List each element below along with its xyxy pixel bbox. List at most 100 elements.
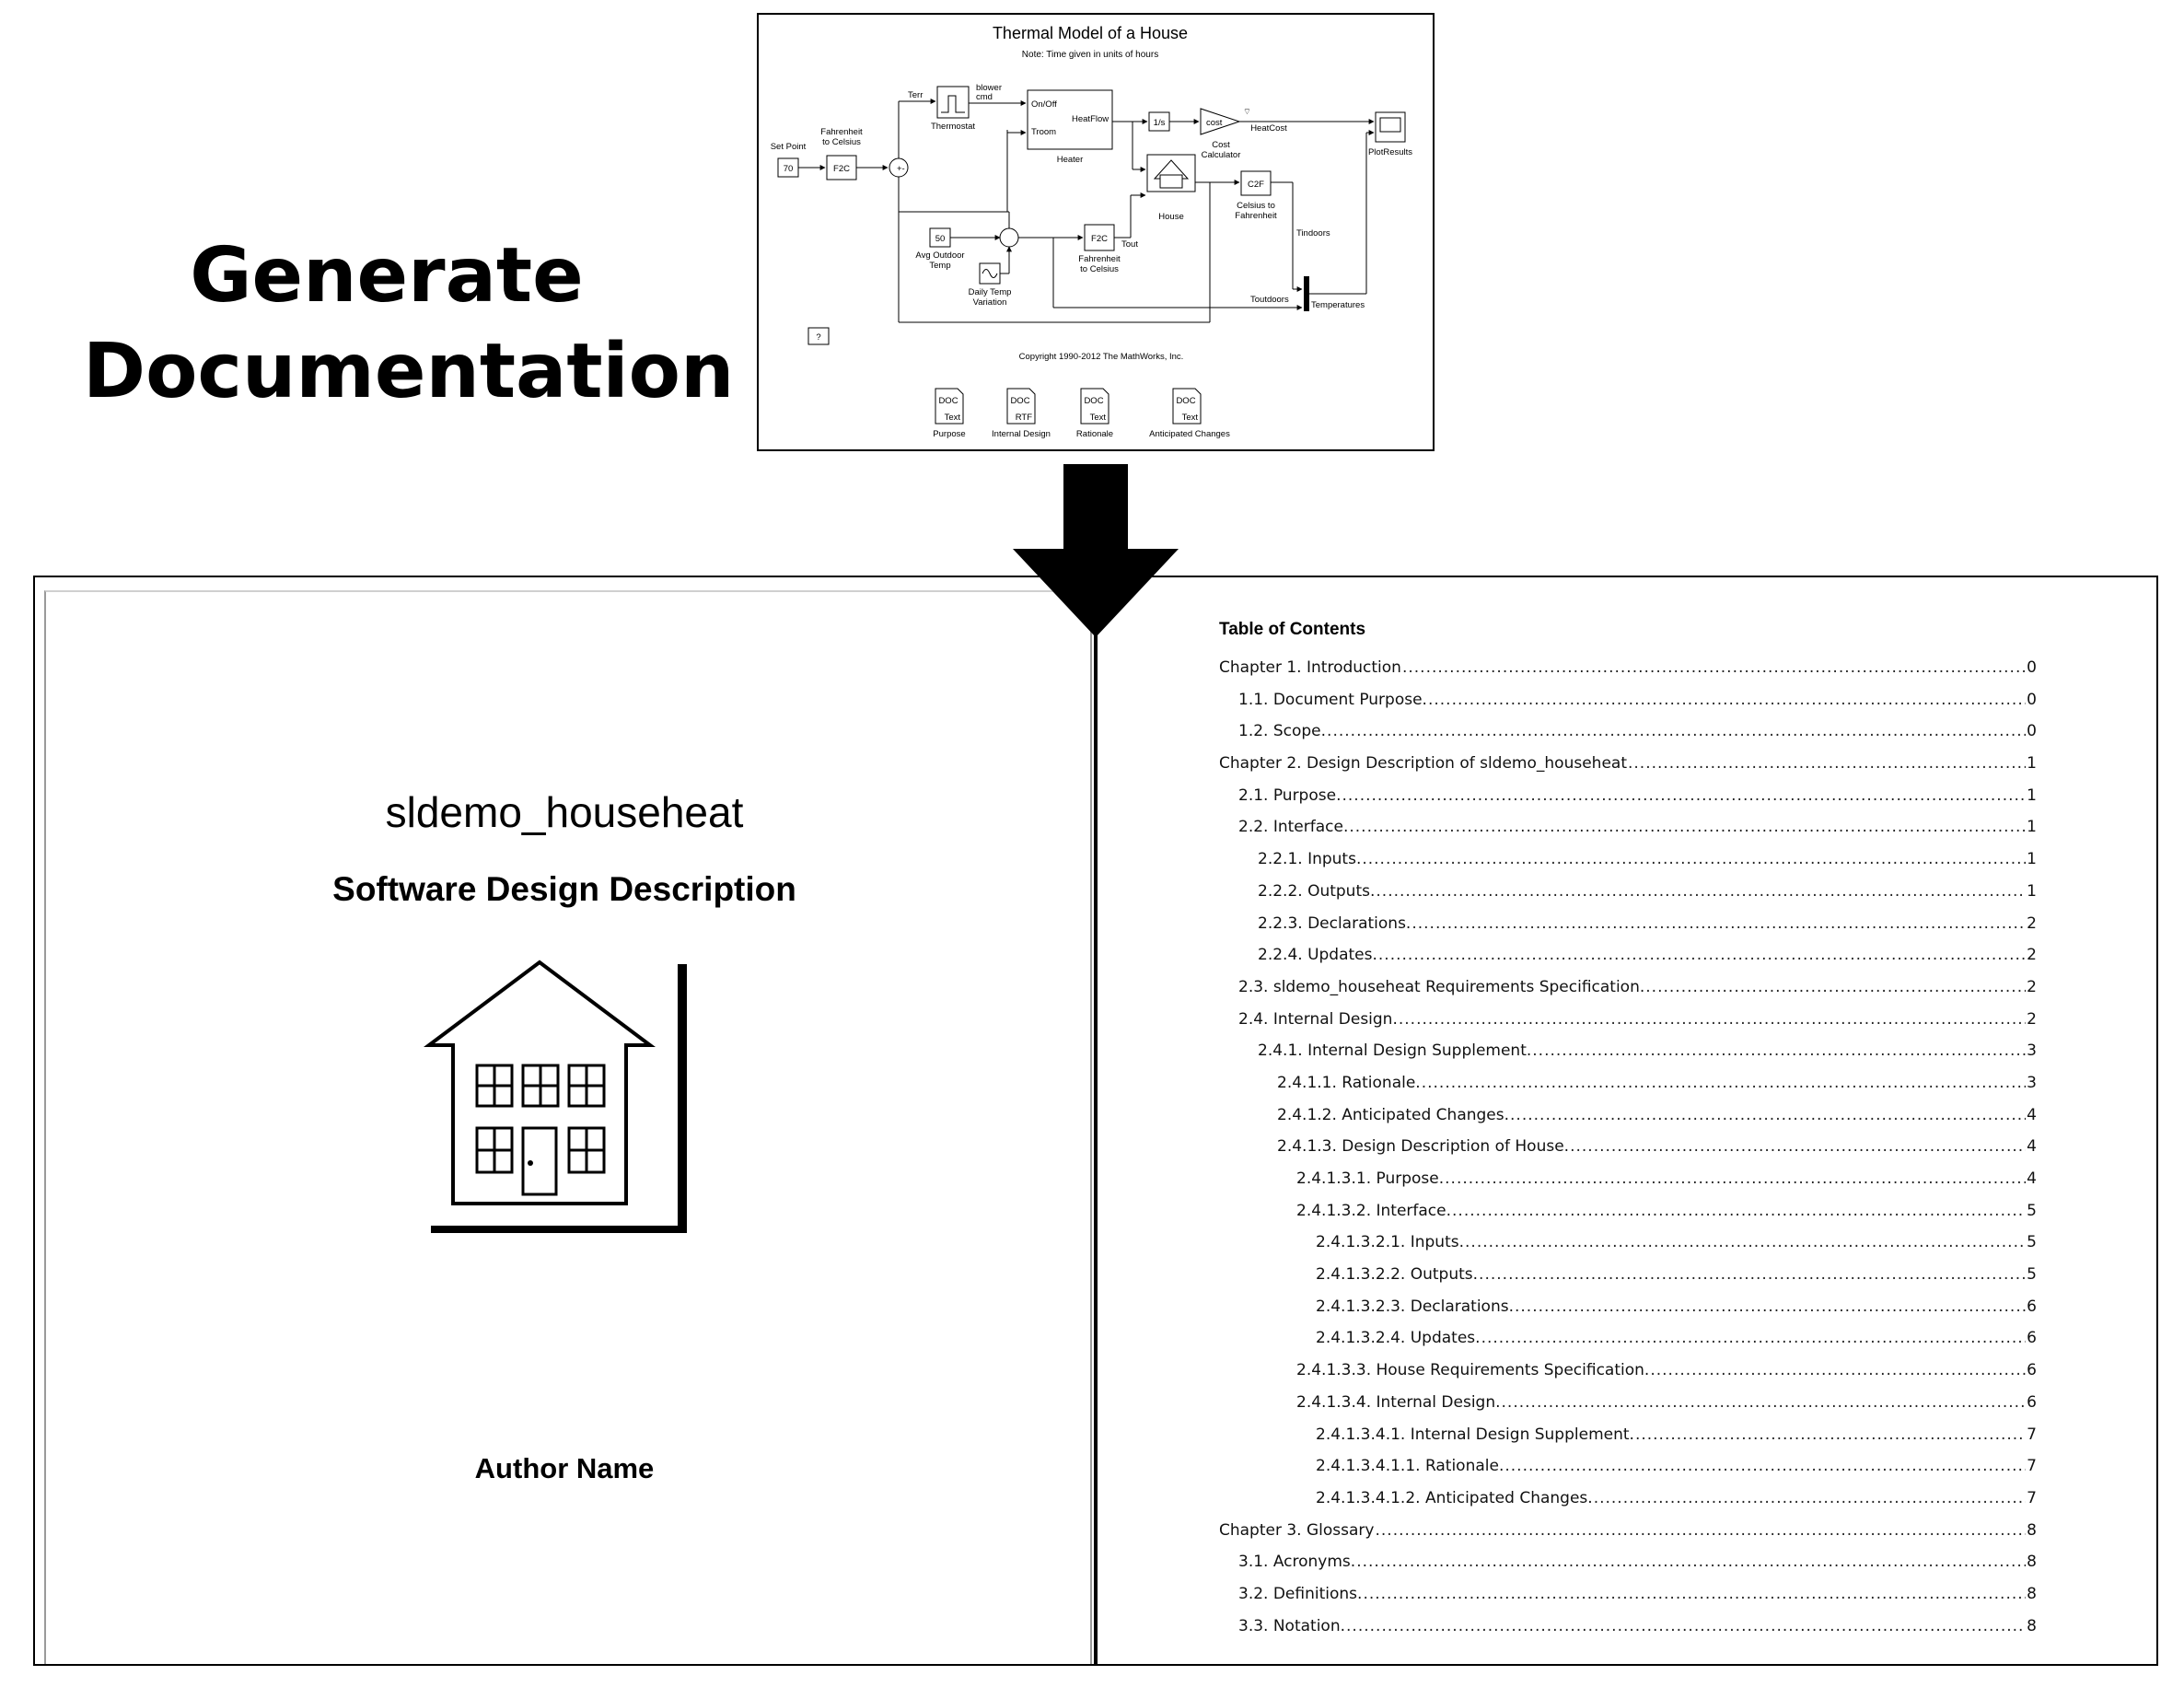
svg-text:DOC: DOC <box>1010 396 1029 406</box>
cost-gain-block[interactable] <box>1200 108 1241 135</box>
thermostat-label: Thermostat <box>931 122 975 132</box>
toc-entry-page: 5 <box>2027 1233 2037 1252</box>
toc-list: Chapter 1. Introduction 0 1.1. Document Pu… <box>1219 658 2037 1648</box>
toc-entry-page: 1 <box>2027 754 2037 774</box>
f2c-label-1: Fahrenheit <box>820 127 863 137</box>
toc-entry-title: 2.4.1.3.1. Purpose. <box>1296 1169 1445 1188</box>
toc-entry[interactable]: 2.4.1. Internal Design Supplement.3 <box>1219 1041 2037 1074</box>
toc-entry-leader <box>1375 1521 2026 1540</box>
toc-entry-leader <box>1402 658 2026 677</box>
toc-entry-leader <box>1502 1393 2027 1412</box>
toc-entry[interactable]: 2.4.1.3.3. House Requirements Specificat… <box>1219 1361 2037 1393</box>
toc-entry[interactable]: 2.1. Purpose. 1 <box>1219 786 2037 819</box>
doc-block-internal-design[interactable]: DOC RTF Internal Design <box>992 388 1051 439</box>
house-label: House <box>1158 212 1183 222</box>
toc-entry[interactable]: 2.2.2. Outputs. 1 <box>1219 882 2037 914</box>
model-note: Note: Time given in units of hours <box>1022 50 1158 60</box>
toc-entry[interactable]: 2.4.1.1. Rationale. 3 <box>1219 1074 2037 1106</box>
toc-entry[interactable]: 2.4.1.2. Anticipated Changes. 4 <box>1219 1106 2037 1138</box>
toc-entry[interactable]: 2.4.1.3.4. Internal Design. 6 <box>1219 1393 2037 1425</box>
toc-entry-page: 4 <box>2027 1137 2037 1157</box>
svg-text:Text: Text <box>1090 413 1107 423</box>
toc-entry[interactable]: 2.4.1.3.4.1. Internal Design Supplement.… <box>1219 1425 2037 1458</box>
toc-entry[interactable]: 2.4.1.3. Design Description of House. 4 <box>1219 1137 2037 1169</box>
toc-entry-page: 7 <box>2027 1488 2037 1507</box>
svg-text:DOC: DOC <box>1084 396 1103 406</box>
toc-entry[interactable]: 2.4.1.3.2.3. Declarations. 6 <box>1219 1297 2037 1330</box>
svg-text:⌔: ⌔ <box>1243 107 1251 117</box>
set-point-label: Set Point <box>771 142 807 152</box>
toc-entry[interactable]: 2.4.1.3.4.1.1. Rationale. 7 <box>1219 1457 2037 1489</box>
toc-entry[interactable]: Chapter 1. Introduction 0 <box>1219 658 2037 691</box>
c2f-block[interactable] <box>1240 170 1272 196</box>
toc-page: Table of Contents Chapter 1. Introductio… <box>1096 576 2158 1666</box>
toc-entry[interactable]: 1.2. Scope.0 <box>1219 722 2037 754</box>
svg-text:Variation: Variation <box>973 297 1007 308</box>
f2c-block[interactable] <box>826 155 857 180</box>
toc-entry[interactable]: 2.4.1.3.4.1.2. Anticipated Changes.7 <box>1219 1489 2037 1521</box>
mux-block[interactable] <box>1304 276 1309 311</box>
doc-block-purpose[interactable]: DOC Text Purpose <box>933 388 966 439</box>
toc-entry-title: Chapter 2. Design Description of sldemo_… <box>1219 754 1627 774</box>
toc-entry-title: Chapter 1. Introduction <box>1219 658 1401 677</box>
toc-entry-leader <box>1645 978 2026 996</box>
toc-entry-title: 2.1. Purpose. <box>1238 785 1342 805</box>
tindoors-label: Tindoors <box>1296 228 1330 239</box>
toc-entry-leader <box>1445 1169 2026 1188</box>
help-block[interactable] <box>807 327 830 345</box>
sum-block-2[interactable] <box>999 227 1019 248</box>
toc-entry[interactable]: 1.1. Document Purpose. 0 <box>1219 691 2037 723</box>
f2c-block-2[interactable] <box>1084 224 1115 251</box>
toc-entry[interactable]: 2.4.1.3.2.2. Outputs. 5 <box>1219 1265 2037 1297</box>
toc-entry[interactable]: 2.2.1. Inputs. 1 <box>1219 850 2037 882</box>
cover-model-name: sldemo_househeat <box>385 788 744 836</box>
cover-author: Author Name <box>474 1452 655 1484</box>
toc-entry[interactable]: 3.3. Notation. 8 <box>1219 1617 2037 1649</box>
heatcost-label: HeatCost <box>1250 123 1287 134</box>
toc-entry[interactable]: 2.3. sldemo_househeat Requirements Speci… <box>1219 978 2037 1010</box>
heater-block[interactable] <box>1027 89 1113 150</box>
svg-text:blower: blower <box>976 83 1002 93</box>
toc-entry[interactable]: 2.2.4. Updates.2 <box>1219 946 2037 978</box>
toc-entry-page: 6 <box>2027 1329 2037 1348</box>
toc-entry-leader <box>1504 1457 2026 1475</box>
plotresults-label: PlotResults <box>1368 147 1412 157</box>
integrator-text: 1/s <box>1154 118 1166 128</box>
toc-entry-page: 0 <box>2027 658 2037 677</box>
toc-entry-leader <box>1362 850 2026 868</box>
toc-entry[interactable]: 2.4.1.3.2.4. Updates.6 <box>1219 1329 2037 1361</box>
toc-entry[interactable]: 2.4.1.3.2. Interface.5 <box>1219 1202 2037 1234</box>
f2c-text-2: F2C <box>1091 234 1108 244</box>
svg-text:Fahrenheit: Fahrenheit <box>1235 211 1277 221</box>
toc-entry-title: 2.4. Internal Design. <box>1238 1009 1398 1029</box>
thermostat-block[interactable] <box>936 86 970 119</box>
toc-entry[interactable]: 2.4.1.3.1. Purpose. 4 <box>1219 1169 2037 1202</box>
toc-entry-title: 2.2.2. Outputs. <box>1258 881 1376 901</box>
toc-entry-leader <box>1628 754 2026 773</box>
svg-text:Purpose: Purpose <box>933 429 965 439</box>
toc-entry[interactable]: 2.2.3. Declarations. 2 <box>1219 914 2037 947</box>
toc-entry-page: 8 <box>2027 1520 2037 1540</box>
toc-entry[interactable]: 2.2. Interface.1 <box>1219 818 2037 850</box>
toc-entry-leader <box>1342 786 2026 805</box>
heatflow-port: HeatFlow <box>1072 114 1109 124</box>
toc-entry-title: 2.4.1. Internal Design Supplement. <box>1258 1041 1532 1061</box>
svg-text:to Celsius: to Celsius <box>1080 264 1119 274</box>
svg-text:Temp: Temp <box>929 261 950 271</box>
toc-entry-title: 2.2.1. Inputs. <box>1258 850 1362 869</box>
doc-block-rationale[interactable]: DOC Text Rationale <box>1076 388 1113 439</box>
toc-entry-leader <box>1650 1361 2026 1379</box>
toc-entry-title: 2.4.1.3.4.1. Internal Design Supplement. <box>1316 1425 1634 1444</box>
doc-block-anticipated-changes[interactable]: DOC Text Anticipated Changes <box>1149 388 1230 439</box>
svg-text:DOC: DOC <box>938 396 958 406</box>
toc-entry[interactable]: 3.2. Definitions.8 <box>1219 1585 2037 1617</box>
toc-entry-leader <box>1327 722 2026 740</box>
toc-entry[interactable]: 3.1. Acronyms. 8 <box>1219 1553 2037 1585</box>
toc-entry[interactable]: Chapter 2. Design Description of sldemo_… <box>1219 754 2037 786</box>
avg-temp-value: 50 <box>935 234 946 244</box>
toc-entry[interactable]: Chapter 3. Glossary8 <box>1219 1521 2037 1553</box>
toc-entry[interactable]: 2.4.1.3.2.1. Inputs. 5 <box>1219 1233 2037 1265</box>
toc-entry-title: 3.2. Definitions. <box>1238 1584 1363 1603</box>
svg-text:Cost: Cost <box>1212 140 1230 150</box>
toc-entry[interactable]: 2.4. Internal Design. 2 <box>1219 1010 2037 1042</box>
